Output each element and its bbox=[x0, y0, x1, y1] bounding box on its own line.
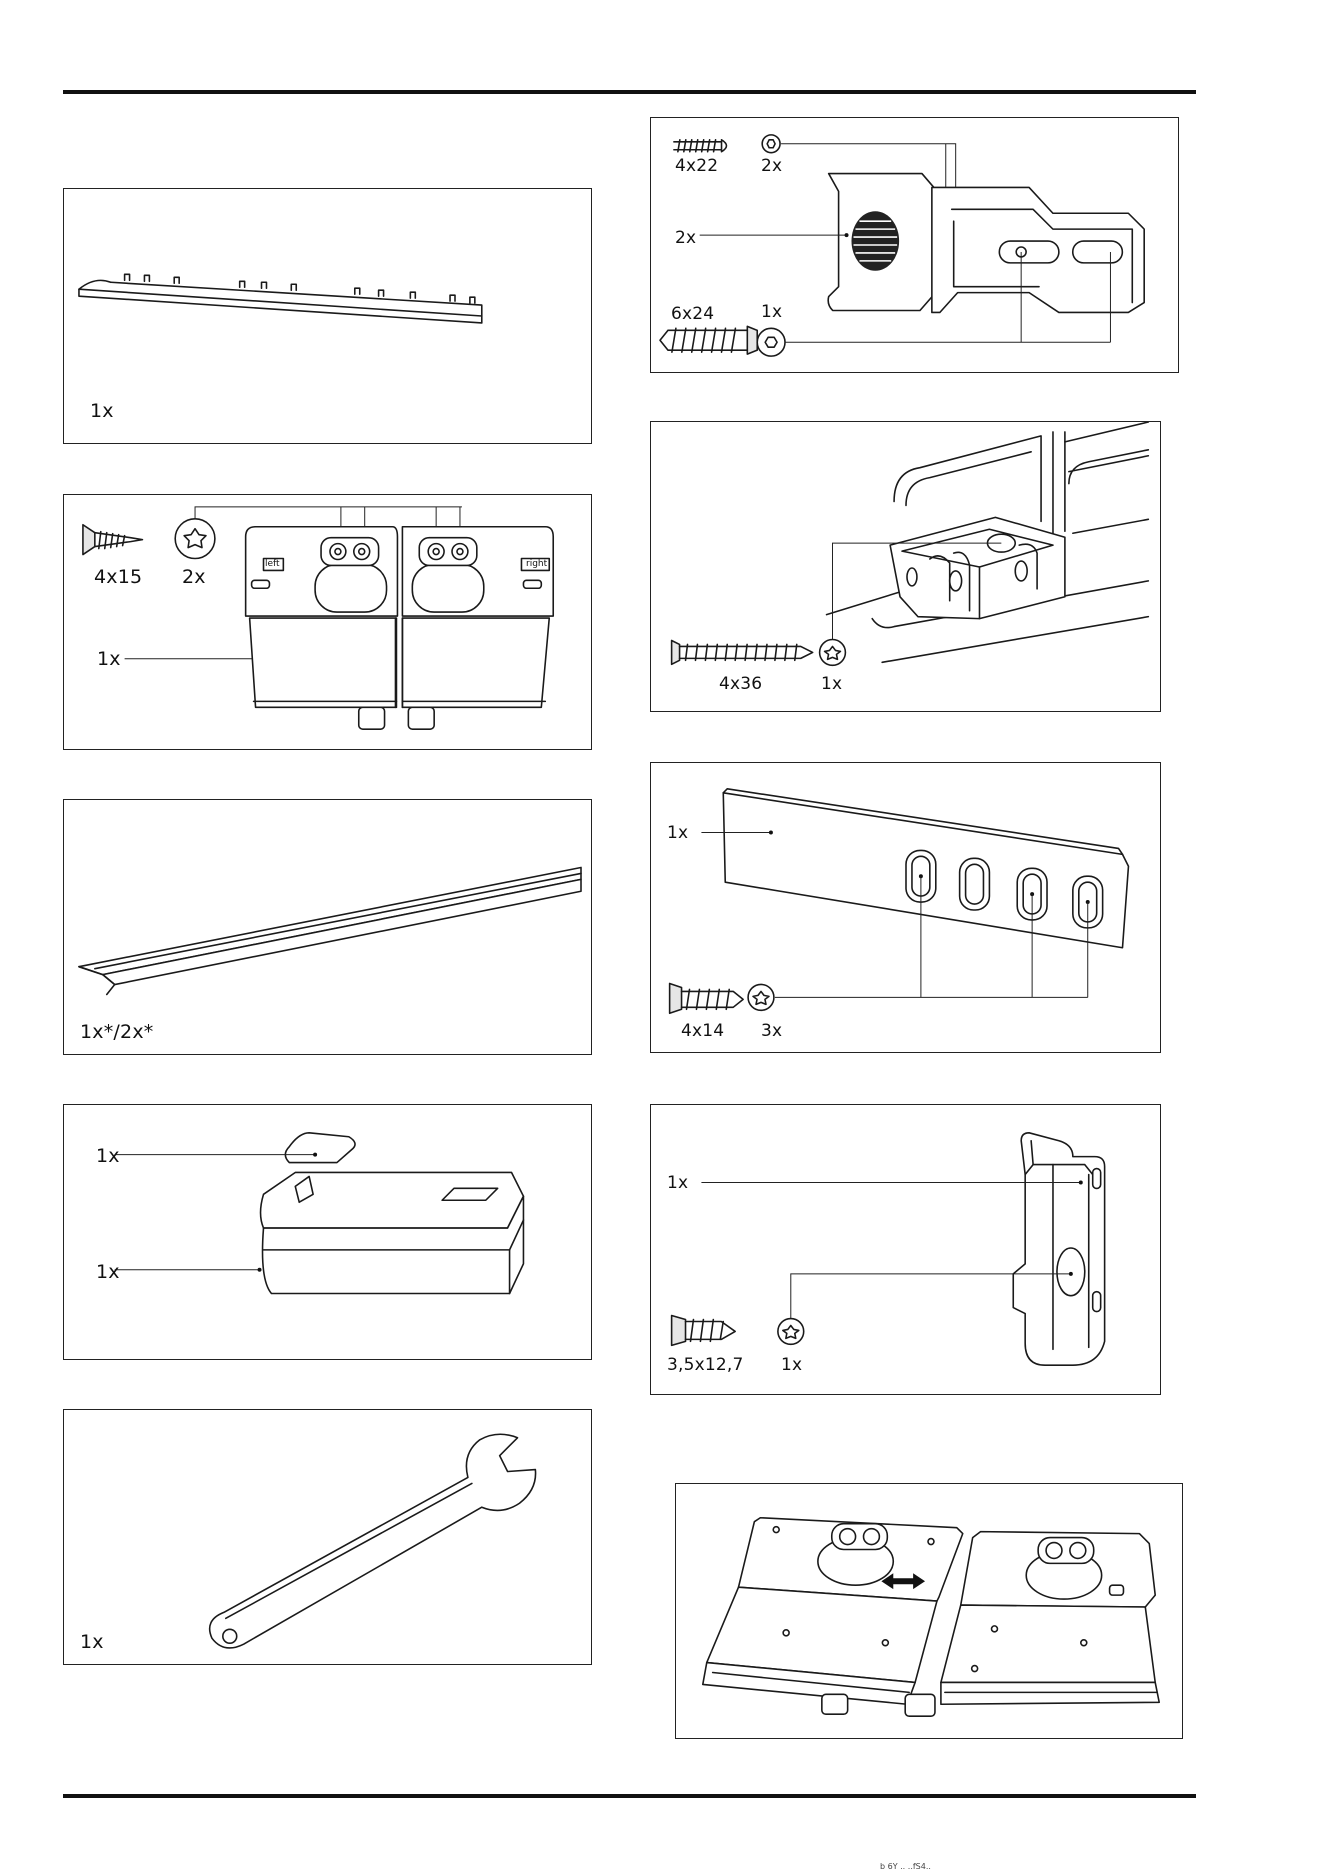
panel-hinge-covers: 4x15 2x 1x left right bbox=[63, 494, 592, 750]
screw-icon bbox=[672, 1316, 736, 1346]
wrench-icon bbox=[64, 1410, 591, 1664]
bracket-qty-label: 1x bbox=[667, 1173, 688, 1193]
screw-size-label: 4x14 bbox=[681, 1021, 724, 1041]
rail-illustration bbox=[64, 189, 591, 443]
qty-bottom-label: 1x bbox=[96, 1262, 120, 1282]
slotted-plate-illustration bbox=[651, 763, 1160, 1052]
panel-cap-block: 1x 1x bbox=[63, 1104, 592, 1360]
cover-qty-label: 2x bbox=[675, 228, 696, 248]
assembled-covers-illustration bbox=[676, 1484, 1182, 1738]
screw-size-label: 4x15 bbox=[94, 567, 142, 587]
hex-bit-icon bbox=[757, 328, 785, 356]
panel-rail: 1x bbox=[63, 188, 592, 444]
panel-wrench: 1x bbox=[63, 1409, 592, 1665]
plate-qty-label: 1x bbox=[667, 823, 688, 843]
torx-bit-icon bbox=[748, 984, 774, 1010]
qty-label: 1x bbox=[97, 649, 121, 669]
right-tag-text: right bbox=[526, 559, 547, 569]
hinge-bracket-illustration bbox=[651, 118, 1178, 372]
angle-strip-illustration bbox=[64, 800, 591, 1054]
footer-text: b 6Y .. ..fS4.. bbox=[880, 1862, 931, 1871]
screw-icon bbox=[672, 640, 813, 664]
top-rule bbox=[63, 90, 1196, 94]
screw-icon bbox=[660, 326, 757, 354]
bit-qty-label: 1x bbox=[781, 1355, 802, 1375]
screw-size-label: 4x36 bbox=[719, 674, 762, 694]
mounting-corner-illustration bbox=[651, 422, 1160, 711]
bit-qty-label: 2x bbox=[182, 567, 206, 587]
panel-mounting-corner: 4x36 1x bbox=[650, 421, 1161, 712]
screw-icon bbox=[674, 140, 727, 152]
screw-b-label: 6x24 bbox=[671, 304, 714, 324]
panel-angle-strip: 1x*/2x* bbox=[63, 799, 592, 1055]
qty-label: 1x*/2x* bbox=[80, 1022, 153, 1042]
panel-vertical-bracket: 1x 3,5x12,7 1x bbox=[650, 1104, 1161, 1395]
cap-block-illustration bbox=[64, 1105, 591, 1359]
qty-label: 1x bbox=[90, 401, 114, 421]
torx-bit-icon bbox=[175, 519, 215, 559]
hex-bit-icon bbox=[762, 135, 780, 153]
panel-assembled-covers bbox=[675, 1483, 1183, 1739]
vertical-bracket-illustration bbox=[651, 1105, 1160, 1394]
torx-bit-icon bbox=[820, 639, 846, 665]
qty-label: 1x bbox=[80, 1632, 104, 1652]
panel-hinge-bracket: 4x22 2x 2x 6x24 1x bbox=[650, 117, 1179, 373]
screw-icon bbox=[83, 525, 143, 555]
panel-slotted-plate: 1x 4x14 3x bbox=[650, 762, 1161, 1053]
screw-a-label: 4x22 bbox=[675, 156, 718, 176]
qty-top-label: 1x bbox=[96, 1146, 120, 1166]
torx-bit-icon bbox=[778, 1319, 804, 1345]
bottom-rule bbox=[63, 1794, 1196, 1798]
bit-qty-label: 1x bbox=[821, 674, 842, 694]
hinge-covers-illustration bbox=[64, 495, 591, 749]
screw-size-label: 3,5x12,7 bbox=[667, 1355, 744, 1375]
bit-b-label: 1x bbox=[761, 302, 782, 322]
bit-a-label: 2x bbox=[761, 156, 782, 176]
left-tag-text: left bbox=[265, 559, 280, 569]
screw-icon bbox=[670, 983, 743, 1013]
bit-qty-label: 3x bbox=[761, 1021, 782, 1041]
